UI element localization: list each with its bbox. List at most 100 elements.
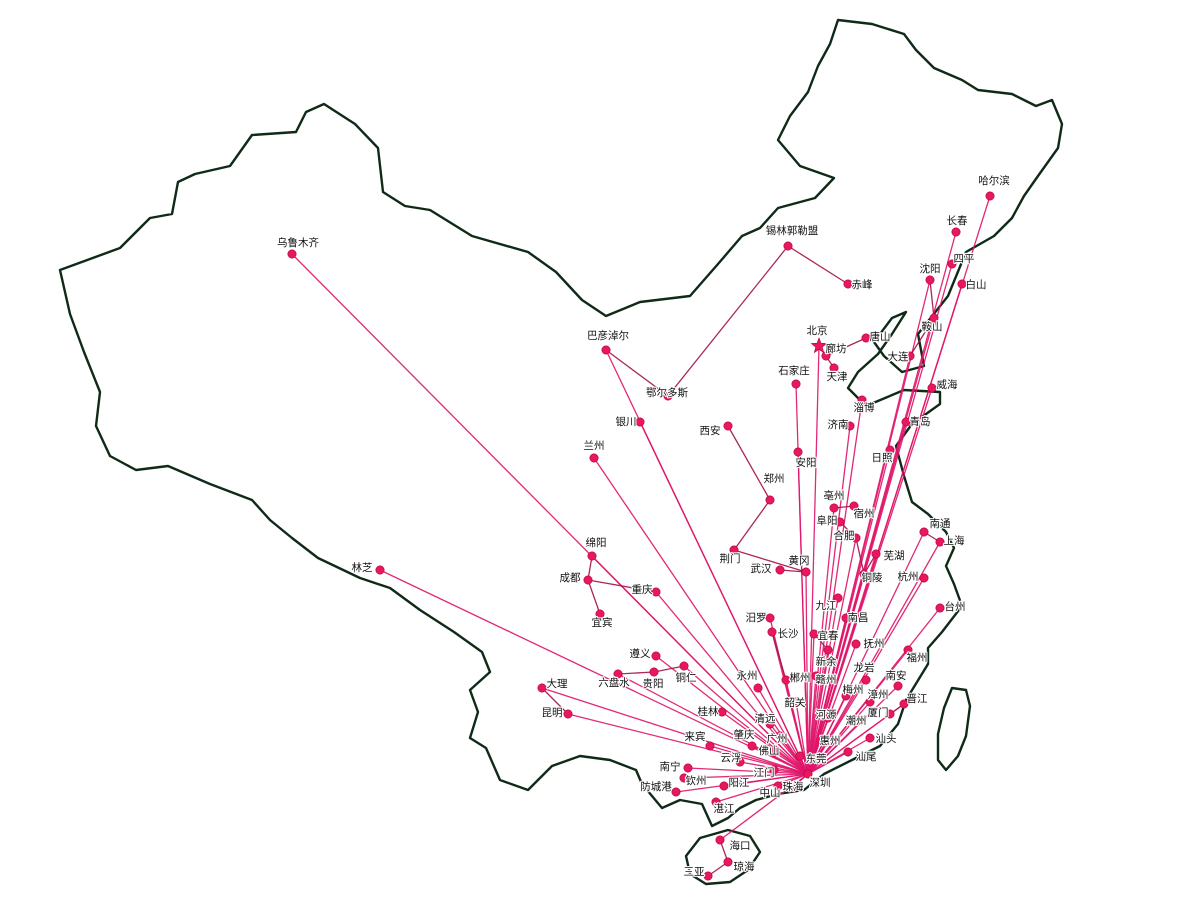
city-jingmen[interactable]: 荆门 [718,545,742,566]
city-hangzhou[interactable]: 杭州 [896,569,929,584]
city-xiamen[interactable]: 厦门 [866,705,895,720]
city-shijiazhuang[interactable]: 石家庄 [777,363,811,389]
city-baishan[interactable]: 白山 [957,277,988,292]
city-zhengzhou[interactable]: 郑州 [762,471,786,505]
city-taizhou[interactable]: 台州 [935,599,967,614]
city-meizhou[interactable]: 梅州 [841,682,865,701]
city-shantou[interactable]: 汕头 [865,732,898,746]
city-lanzhou[interactable]: 兰州 [582,438,606,463]
city-tangshan[interactable]: 唐山 [861,329,892,344]
city-changsha[interactable]: 长沙 [767,627,800,641]
city-longyan[interactable]: 龙岩 [852,660,876,685]
city-guilin[interactable]: 桂林 [696,704,727,719]
dot-icon [583,575,593,585]
city-qionghai[interactable]: 琼海 [723,857,756,874]
city-chifeng[interactable]: 赤峰 [843,278,874,292]
city-zhangzhou[interactable]: 漳州 [865,687,890,707]
city-wulumuqi[interactable]: 乌鲁木齐 [276,235,321,259]
city-jinjiang[interactable]: 晋江 [899,692,929,709]
city-nantong[interactable]: 南通 [919,516,952,537]
city-guangzhou[interactable]: 广州 [765,731,789,746]
city-siping[interactable]: 四平 [947,252,976,269]
city-xian[interactable]: 西安 [698,421,733,438]
city-chengdu[interactable]: 成都 [558,571,593,585]
city-shenzhen[interactable]: 深圳 [803,769,832,790]
city-yichun[interactable]: 宜春 [809,628,840,643]
city-anyang[interactable]: 安阳 [793,447,818,470]
city-tongling[interactable]: 铜陵 [859,569,884,585]
city-nanan[interactable]: 南安 [884,668,908,691]
city-zhaoqing[interactable]: 肇庆 [732,727,757,751]
city-bayannaoer[interactable]: 巴彦淖尔 [586,328,630,355]
dot-icon [703,871,713,881]
dot-icon [885,709,895,719]
city-foshan[interactable]: 佛山 [757,743,780,758]
city-weihai[interactable]: 威海 [927,377,959,393]
city-yunfu[interactable]: 云浮 [719,751,745,767]
city-heyuan[interactable]: 河源 [814,707,838,723]
city-zhongshan[interactable]: 中山 [758,781,783,800]
city-chenzhou[interactable]: 郴州 [781,670,812,685]
city-yongzhou[interactable]: 永州 [735,668,763,693]
city-zunyi[interactable]: 遵义 [628,646,661,661]
city-qinzhou[interactable]: 钦州 [679,773,708,788]
city-shanghai[interactable]: 上海 [935,533,966,548]
city-dalian[interactable]: 大连 [886,349,915,364]
city-wuhan[interactable]: 武汉 [749,561,785,576]
city-shaoguan[interactable]: 韶关 [783,695,807,710]
city-miluo[interactable]: 汨罗 [744,610,775,625]
city-huizhou[interactable]: 惠州 [818,733,841,748]
city-yinchuan[interactable]: 银川 [614,414,645,429]
city-dongguan[interactable]: 东莞 [795,751,828,766]
city-nanchang[interactable]: 南昌 [841,610,870,625]
city-qingyuan[interactable]: 清远 [753,711,777,729]
city-fuzhou_jx[interactable]: 抚州 [851,637,886,651]
city-liupanshui[interactable]: 六盘水 [597,669,631,690]
city-fuzhou[interactable]: 福州 [903,645,929,665]
city-kunming[interactable]: 昆明 [540,706,573,720]
city-zhanjiang[interactable]: 湛江 [711,797,736,816]
city-shanwei[interactable]: 汕尾 [843,747,878,764]
city-wuhu[interactable]: 芜湖 [871,548,906,563]
city-bozhou[interactable]: 亳州 [822,488,846,513]
city-fuyang[interactable]: 阜阳 [815,513,845,528]
city-chongqing[interactable]: 重庆 [630,582,661,597]
city-label: 台州 [945,600,966,613]
city-zibo[interactable]: 淄博 [852,395,876,415]
city-xilinguole[interactable]: 锡林郭勒盟 [765,223,820,251]
city-jinan[interactable]: 济南 [826,417,855,432]
city-suzhou_ah[interactable]: 宿州 [849,501,876,521]
city-langfang[interactable]: 廊坊 [821,341,848,361]
city-xinyu[interactable]: 新余 [814,645,838,669]
city-label: 芜湖 [884,549,905,562]
city-jiujiang[interactable]: 九江 [814,593,843,613]
city-haerbin[interactable]: 哈尔滨 [977,173,1011,201]
city-sanya[interactable]: 三亚 [682,865,713,881]
city-linzhi[interactable]: 林芝 [350,560,385,575]
city-jiangmen[interactable]: 江门 [752,765,779,780]
city-eerduosi[interactable]: 鄂尔多斯 [645,385,690,401]
city-yibin[interactable]: 宜宾 [590,609,614,630]
city-shenyang[interactable]: 沈阳 [918,261,942,285]
city-rizhao[interactable]: 日照 [870,445,895,465]
city-qingdao[interactable]: 青岛 [901,414,932,429]
city-hefei[interactable]: 合肥 [832,528,861,543]
city-laibin[interactable]: 来宾 [683,729,715,751]
city-chaozhou[interactable]: 潮州 [844,713,867,728]
city-beijing[interactable]: 北京 [805,323,829,354]
city-zhuhai[interactable]: 珠海 [781,779,805,794]
city-nanning[interactable]: 南宁 [658,759,693,774]
city-huanggang[interactable]: 黄冈 [787,553,811,577]
city-ganzhou[interactable]: 赣州 [811,671,838,687]
city-changchun[interactable]: 长春 [945,214,969,237]
city-guiyang[interactable]: 贵阳 [641,667,665,691]
city-anshan[interactable]: 鞍山 [920,313,944,334]
city-dali[interactable]: 大理 [537,676,569,693]
city-fangchenggang[interactable]: 防城港 [639,779,681,797]
city-haikou[interactable]: 海口 [715,835,752,853]
city-tongren[interactable]: 铜仁 [674,661,698,685]
city-mianyang[interactable]: 绵阳 [584,535,608,561]
city-yangjiang[interactable]: 阳江 [719,776,751,791]
dot-icon [787,783,797,793]
city-tianjin[interactable]: 天津 [825,363,849,384]
